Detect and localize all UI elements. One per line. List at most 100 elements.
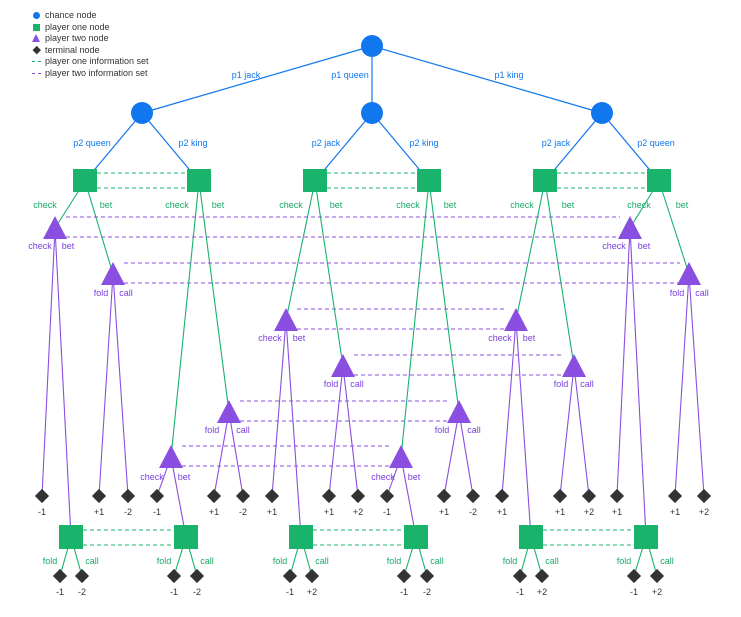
label-p2-queen: p2 queen bbox=[73, 138, 111, 148]
label-check: check bbox=[279, 200, 303, 210]
label-fold: fold bbox=[324, 379, 339, 389]
player-two-edges bbox=[41, 227, 705, 538]
chance-node-p1-jack bbox=[131, 102, 153, 124]
legend-player-two-info-set: player two information set bbox=[32, 68, 149, 80]
player-two-information-sets bbox=[66, 216, 680, 467]
player-two-node bbox=[159, 445, 183, 468]
player-one-node bbox=[59, 525, 83, 549]
player-two-node bbox=[504, 308, 528, 331]
label-check: check bbox=[371, 472, 395, 482]
label-check: check bbox=[396, 200, 420, 210]
label-bet: bet bbox=[212, 200, 225, 210]
payoff-label: +1 bbox=[612, 507, 622, 517]
label-call: call bbox=[236, 425, 250, 435]
label-check: check bbox=[510, 200, 534, 210]
label-bet: bet bbox=[408, 472, 421, 482]
label-p1-king: p1 king bbox=[494, 70, 523, 80]
payoff-label: -1 bbox=[153, 507, 161, 517]
player-one-node bbox=[303, 169, 327, 192]
chance-node-p1-queen bbox=[361, 102, 383, 124]
label-fold: fold bbox=[435, 425, 450, 435]
payoff-labels-row2: -1 -2 -1 -2 -1 +2 -1 -2 -1 +2 -1 +2 bbox=[56, 587, 662, 597]
label-call: call bbox=[660, 556, 674, 566]
player-one-information-sets bbox=[83, 172, 647, 546]
player-one-node bbox=[73, 169, 97, 192]
label-call: call bbox=[545, 556, 559, 566]
legend-label: chance node bbox=[45, 10, 97, 20]
label-fold: fold bbox=[94, 288, 109, 298]
player-two-action-labels: check bet fold call check bet fold call … bbox=[28, 241, 709, 482]
payoff-label: +2 bbox=[307, 587, 317, 597]
legend-terminal-node: terminal node bbox=[32, 45, 149, 57]
label-check: check bbox=[33, 200, 57, 210]
player-one-node bbox=[634, 525, 658, 549]
player-two-node bbox=[618, 216, 642, 239]
label-fold: fold bbox=[503, 556, 518, 566]
legend-label: player two information set bbox=[45, 67, 148, 78]
chance-edges bbox=[84, 45, 660, 182]
player-one-node bbox=[187, 169, 211, 192]
label-fold: fold bbox=[387, 556, 402, 566]
label-check: check bbox=[488, 333, 512, 343]
payoff-label: +1 bbox=[324, 507, 334, 517]
label-p2-jack: p2 jack bbox=[312, 138, 341, 148]
payoff-label: -1 bbox=[38, 507, 46, 517]
player-two-node bbox=[447, 400, 471, 423]
legend-player-one-info-set: player one information set bbox=[32, 56, 149, 68]
legend-player-two-node: player two node bbox=[32, 33, 149, 45]
legend-label: player two node bbox=[45, 33, 109, 43]
diamond-icon bbox=[32, 45, 44, 56]
label-bet: bet bbox=[444, 200, 457, 210]
label-fold: fold bbox=[670, 288, 685, 298]
label-call: call bbox=[350, 379, 364, 389]
label-bet: bet bbox=[676, 200, 689, 210]
payoff-label: +1 bbox=[267, 507, 277, 517]
payoff-label: -2 bbox=[469, 507, 477, 517]
legend-label: player one node bbox=[45, 21, 110, 32]
label-call: call bbox=[85, 556, 99, 566]
legend-label: player one information set bbox=[45, 56, 149, 66]
label-p2-queen: p2 queen bbox=[637, 138, 675, 148]
label-fold: fold bbox=[205, 425, 220, 435]
dashed-line-icon bbox=[32, 56, 44, 67]
label-call: call bbox=[200, 556, 214, 566]
player-one-node bbox=[519, 525, 543, 549]
payoff-label: +1 bbox=[439, 507, 449, 517]
chance-node-root bbox=[361, 35, 383, 57]
player-one-node bbox=[533, 169, 557, 192]
label-call: call bbox=[695, 288, 709, 298]
label-bet: bet bbox=[638, 241, 651, 251]
payoff-label: -2 bbox=[78, 587, 86, 597]
payoff-label: +2 bbox=[652, 587, 662, 597]
label-call: call bbox=[580, 379, 594, 389]
player-one-bottom-labels: fold call fold call fold call fold call … bbox=[43, 556, 674, 566]
payoff-label: +1 bbox=[94, 507, 104, 517]
player-one-node bbox=[647, 169, 671, 192]
label-bet: bet bbox=[178, 472, 191, 482]
player-two-node bbox=[217, 400, 241, 423]
payoff-label: -1 bbox=[400, 587, 408, 597]
payoff-label: -1 bbox=[516, 587, 524, 597]
player-two-node bbox=[43, 216, 67, 239]
payoff-label: -2 bbox=[193, 587, 201, 597]
dashed-line-icon bbox=[32, 68, 44, 79]
label-call: call bbox=[315, 556, 329, 566]
payoff-label: +1 bbox=[497, 507, 507, 517]
label-p2-king: p2 king bbox=[409, 138, 438, 148]
label-check: check bbox=[258, 333, 282, 343]
label-bet: bet bbox=[330, 200, 343, 210]
player-one-nodes bbox=[59, 169, 671, 549]
player-one-edges bbox=[54, 180, 690, 577]
label-bet: bet bbox=[100, 200, 113, 210]
chance-nodes bbox=[131, 35, 613, 124]
terminal-nodes-row2 bbox=[52, 568, 665, 584]
player-one-node bbox=[174, 525, 198, 549]
player-one-node bbox=[417, 169, 441, 192]
circle-icon bbox=[32, 10, 44, 21]
label-fold: fold bbox=[157, 556, 172, 566]
payoff-labels-row1: -1 +1 -2 -1 +1 -2 +1 +1 +2 -1 +1 -2 +1 +… bbox=[38, 507, 709, 517]
player-two-node bbox=[274, 308, 298, 331]
player-one-action-labels: check bet check bet check bet check bet … bbox=[33, 200, 689, 210]
player-two-node bbox=[101, 262, 125, 285]
